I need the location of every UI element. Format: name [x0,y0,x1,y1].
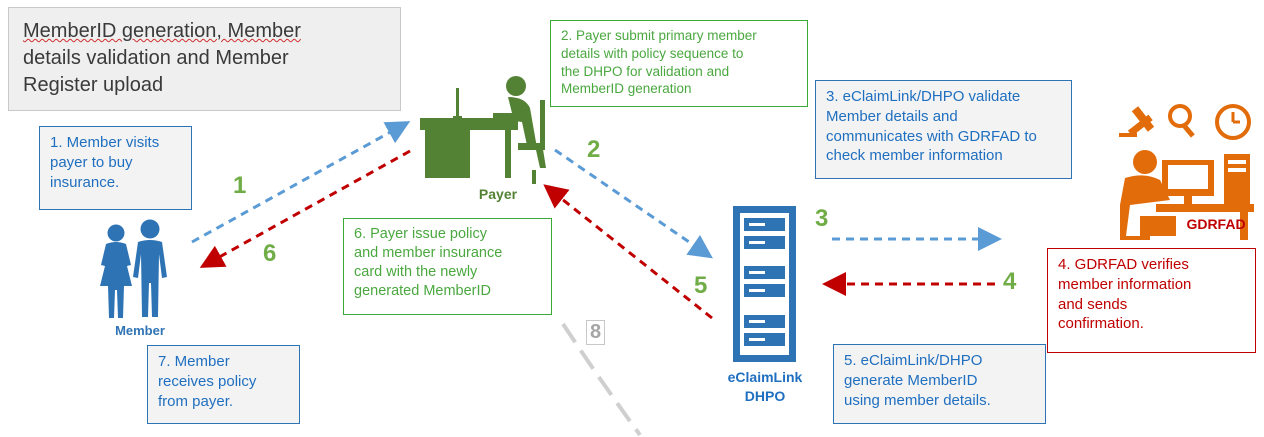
step-6-line: 6. Payer issue policy [354,226,487,242]
step-1-line: 1. Member visits [50,134,160,151]
step-7-line: from payer. [158,392,234,410]
step-3-line: 3. eClaimLink/DHPO validate [826,88,1021,105]
arrow-number-2: 2 [587,136,601,163]
step-7-box: 7. Member receives policy from payer. [147,345,300,424]
dhpo-label-line-2: DHPO [744,387,786,404]
step-1-box: 1. Member visits payer to buy insurance. [39,126,192,210]
member-icon [100,219,167,318]
step-1-line: payer to buy [50,153,133,171]
title-line-1-text: MemberID generation, Member [23,20,301,42]
step-1-line: insurance. [50,173,120,191]
title-line-2: details validation and Member [23,47,289,69]
server-icon [733,206,796,362]
arrow-member-to-payer [191,121,411,244]
step-2-line: 2. Payer submit primary member [561,28,757,43]
step-3-line: Member details and [826,107,958,125]
step-2-box: 2. Payer submit primary member details w… [550,20,808,107]
arrow-payer-to-dhpo [554,148,713,259]
dhpo-label-line-1: eClaimLink [727,369,803,385]
step-6-line: and member insurance [354,245,503,262]
gdrfad-icon [1119,104,1254,240]
arrow-number-5: 5 [694,272,708,299]
step-4-box: 4. GDRFAD verifies member information an… [1047,248,1256,353]
payer-icon [420,76,546,184]
step-5-box: 5. eClaimLink/DHPO generate MemberID usi… [833,344,1046,424]
step-4-line: 4. GDRFAD verifies [1058,256,1189,273]
step-4-line: confirmation. [1058,315,1144,333]
step-7-line: receives policy [158,372,257,390]
diagram-title: MemberID generation, Member details vali… [8,7,401,111]
step-3-box: 3. eClaimLink/DHPO validate Member detai… [815,80,1072,179]
arrow-dhpo-to-payer [543,184,713,320]
step-3-line: check member information [826,147,1003,165]
step-2-line: details with policy sequence to [561,45,744,61]
step-7-line: 7. Member [158,353,230,370]
gdrfad-label: GDRFAD [1186,216,1246,232]
step-4-line: and sends [1058,295,1128,313]
member-label: Member [115,323,165,338]
title-line-3: Register upload [23,74,164,96]
step-6-line: generated MemberID [354,283,492,300]
step-6-line: card with the newly [354,264,478,281]
step-6-box: 6. Payer issue policy and member insuran… [343,218,552,315]
step-5-line: generate MemberID [844,371,978,389]
title-line-1: MemberID generation, Member [23,18,386,45]
step-4-line: member information [1058,275,1192,293]
arrow-number-4: 4 [1003,268,1017,295]
arrow-number-6: 6 [263,240,277,267]
arrow-number-1: 1 [233,172,247,199]
arrow-number-8: 8 [586,320,606,345]
step-5-line: using member details. [844,391,991,409]
step-8-curve [561,322,642,437]
step-2-line: MemberID generation [561,81,692,97]
arrow-number-3: 3 [815,205,829,232]
arrow-payer-to-member [199,149,411,268]
step-3-line: communicates with GDRFAD to [826,127,1037,145]
step-2-line: the DHPO for validation and [561,63,730,79]
dhpo-label: eClaimLink DHPO [715,368,815,406]
payer-label: Payer [478,186,518,202]
step-5-line: 5. eClaimLink/DHPO [844,352,983,369]
